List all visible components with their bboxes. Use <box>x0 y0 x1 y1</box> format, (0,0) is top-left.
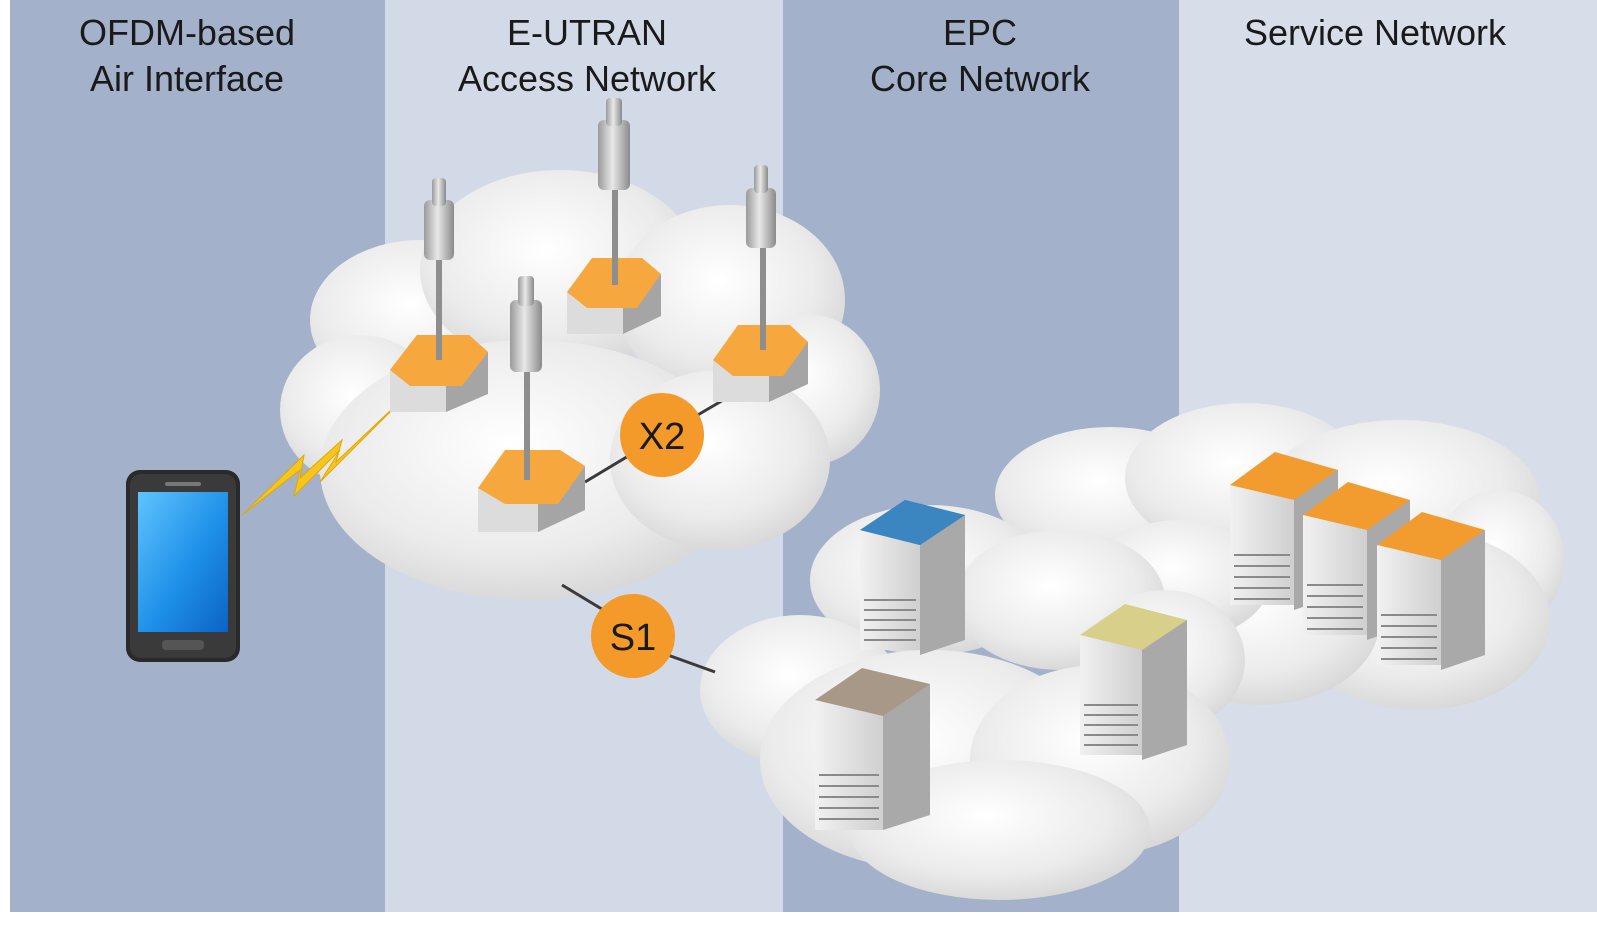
x2-interface-label: X2 <box>639 416 685 458</box>
column-title-e-utran-line2: Access Network <box>458 58 717 99</box>
s1-interface-badge: S1 <box>591 594 675 678</box>
antenna-icon <box>510 276 542 480</box>
server-icon <box>1080 604 1187 760</box>
column-title-epc-line2: Core Network <box>870 58 1091 99</box>
antenna-icon <box>598 98 630 285</box>
antenna-icon <box>746 165 776 350</box>
mobile-phone-icon <box>126 470 240 662</box>
server-icon <box>860 500 965 655</box>
column-title-e-utran-line1: E-UTRAN <box>507 12 667 53</box>
server-icon <box>1377 512 1485 670</box>
antenna-icon <box>424 178 454 360</box>
column-title-air-interface-line2: Air Interface <box>90 58 284 99</box>
column-title-service-network: Service Network <box>1244 12 1507 53</box>
server-icon <box>815 668 930 830</box>
s1-interface-label: S1 <box>610 617 656 659</box>
column-title-air-interface-line1: OFDM-based <box>79 12 295 53</box>
base-station-icon <box>713 325 808 402</box>
base-station-icon <box>478 450 585 532</box>
x2-interface-badge: X2 <box>620 393 704 477</box>
column-title-epc-line1: EPC <box>943 12 1017 53</box>
